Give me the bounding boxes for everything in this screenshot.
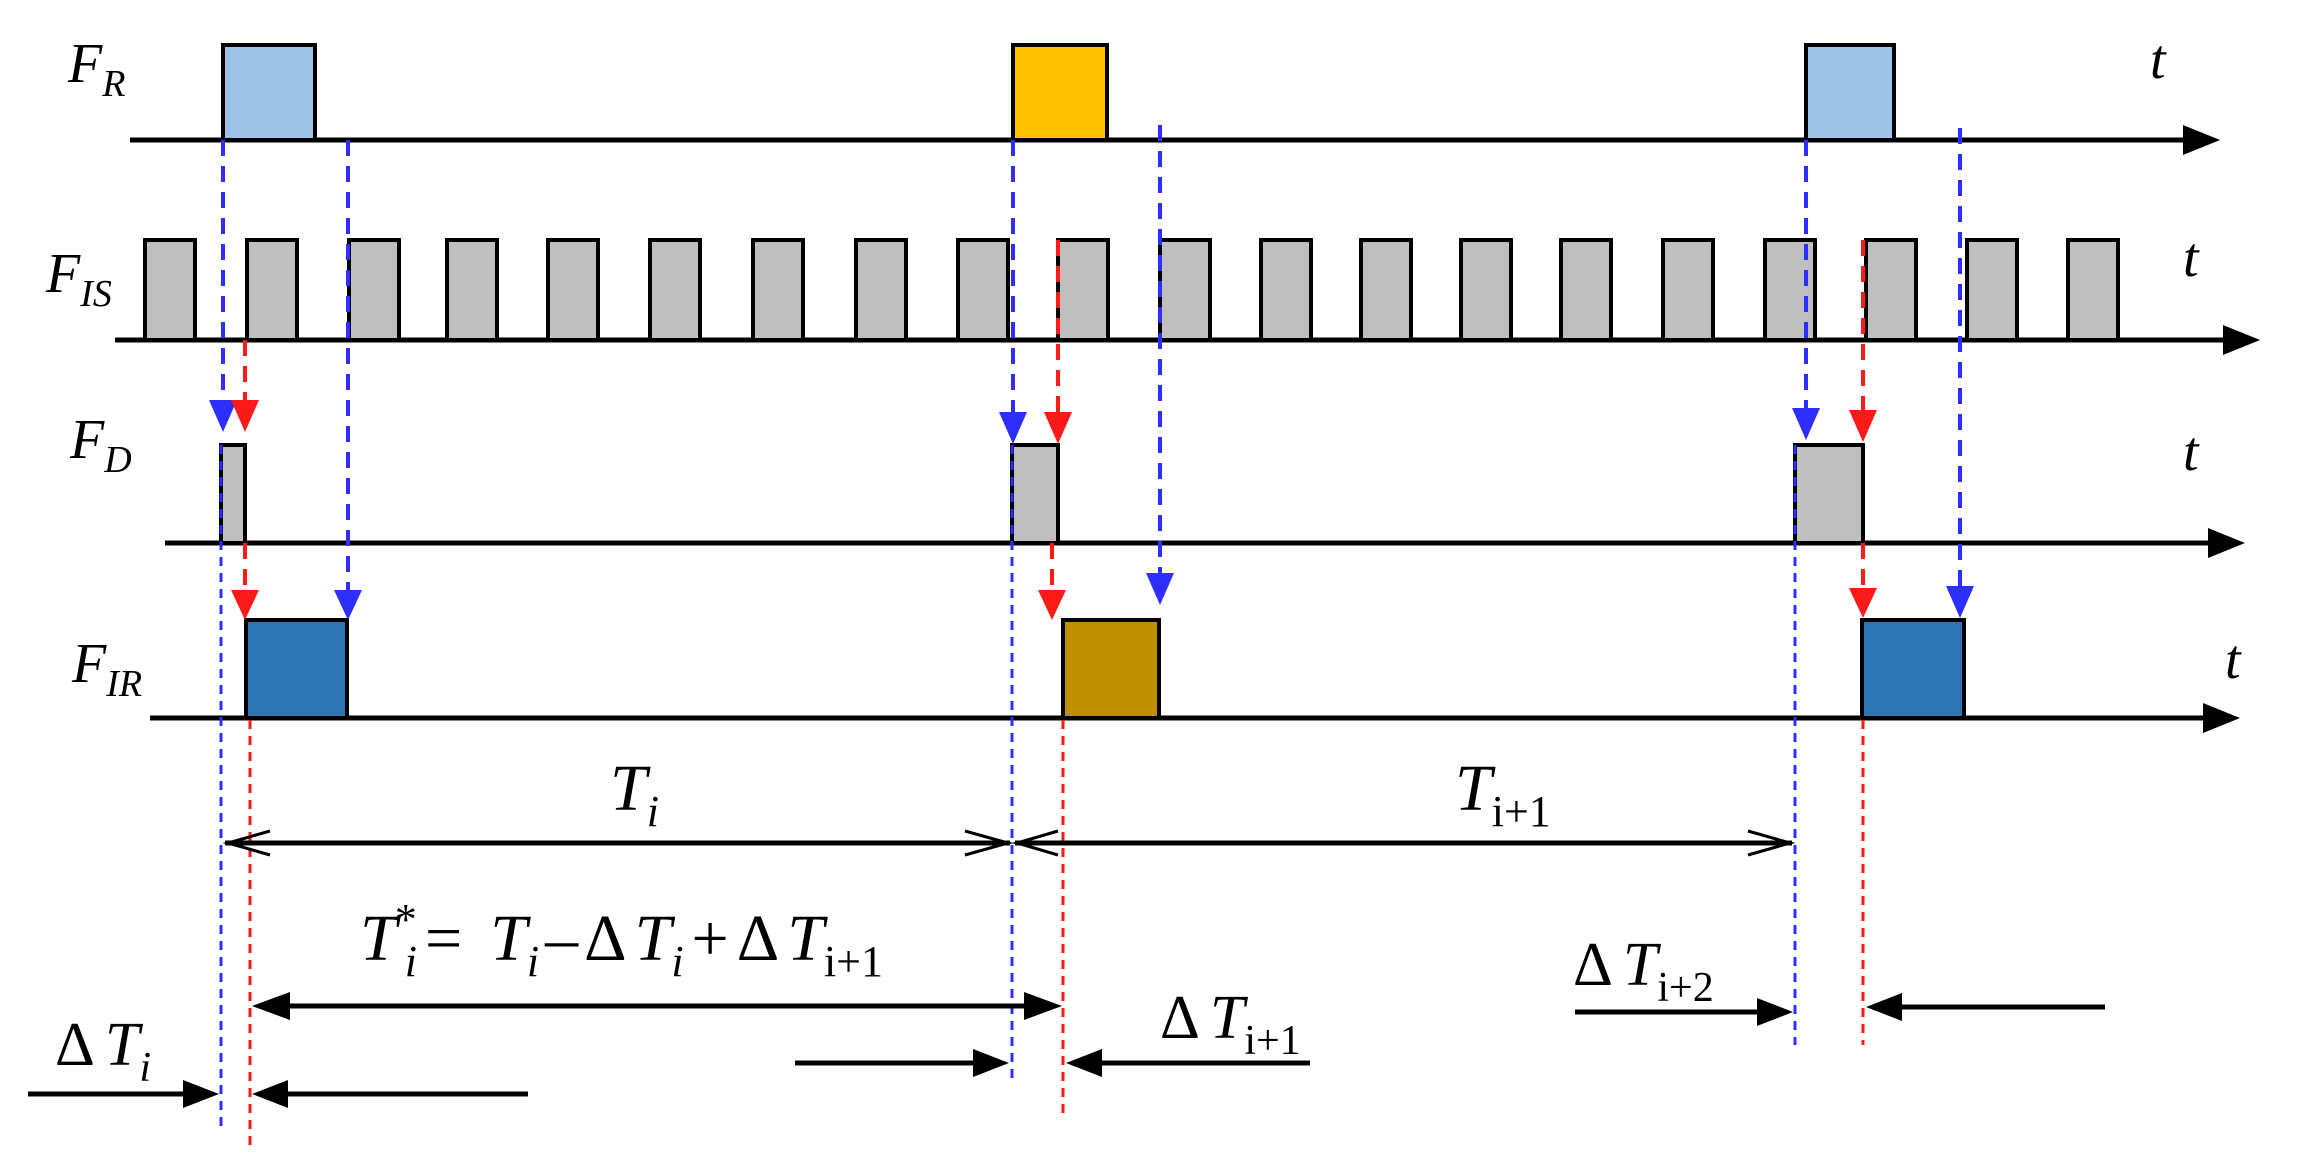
red-arrowhead (231, 590, 259, 620)
fir-pulse-3 (1860, 618, 1966, 720)
fis-pulse (956, 238, 1010, 342)
fd-pulse-2 (1010, 443, 1060, 545)
blue-arrowhead (999, 412, 1027, 444)
fis-pulse (648, 238, 702, 342)
fis-pulse (445, 238, 499, 342)
fis-pulse (1661, 238, 1715, 342)
axis-t-label-fd: t (2183, 421, 2200, 483)
label-fis: FIS (45, 243, 112, 315)
fr-pulse-3 (1804, 43, 1896, 142)
blue-arrowhead (334, 590, 362, 620)
period-label-ti1: Ti+1 (1455, 752, 1551, 836)
axis-fd (165, 528, 2245, 558)
fis-pulse-train (143, 238, 2120, 342)
axis-fr (130, 125, 2220, 155)
label-fr: FR (67, 33, 125, 105)
fis-pulse (1864, 238, 1918, 342)
fis-pulse (245, 238, 299, 342)
blue-reference-lines (219, 445, 1797, 1130)
fis-pulse (1158, 238, 1212, 342)
axis-t-label-fr: t (2150, 29, 2167, 91)
blue-arrowhead (1146, 573, 1174, 605)
fis-pulse (2066, 238, 2120, 342)
label-fd: FD (69, 409, 132, 481)
fis-pulse (1359, 238, 1413, 342)
red-arrowhead (231, 400, 259, 432)
axis-t-label-fis: t (2183, 227, 2200, 289)
fis-pulse (1056, 238, 1110, 342)
red-dashed-markers (243, 240, 1865, 592)
red-arrowhead (1849, 410, 1877, 442)
fd-pulse-3 (1793, 443, 1865, 545)
fir-pulse-2 (1061, 618, 1161, 720)
fis-pulse (1965, 238, 2019, 342)
fd-pulse-1 (219, 443, 247, 545)
axis-t-label-fir: t (2225, 629, 2242, 691)
fis-pulse (751, 238, 805, 342)
fis-pulse (1559, 238, 1613, 342)
fis-pulse (546, 238, 600, 342)
fis-pulse (143, 238, 197, 342)
blue-arrowhead (209, 400, 237, 432)
fr-pulse-1 (221, 43, 317, 142)
red-arrowhead (1038, 590, 1066, 620)
blue-arrowhead (1946, 586, 1974, 618)
red-reference-lines (248, 720, 1865, 1145)
blue-dashed-markers (221, 125, 1962, 592)
red-arrowhead (1044, 412, 1072, 444)
fis-pulse (347, 238, 401, 342)
period-label-ti: Ti (610, 752, 659, 836)
fis-pulse (854, 238, 908, 342)
red-arrowheads (231, 400, 1877, 620)
fr-pulse-2 (1011, 43, 1109, 142)
fir-pulse-1 (244, 618, 349, 720)
blue-arrowheads (209, 400, 1974, 620)
fis-pulse (1459, 238, 1513, 342)
delta-arrows (28, 993, 2105, 1108)
label-fir: FIR (71, 633, 142, 705)
blue-arrowhead (1792, 408, 1820, 440)
tstar-span-arrow (252, 992, 1062, 1020)
period-arrows (222, 829, 1796, 857)
fis-pulse (1259, 238, 1313, 342)
red-arrowhead (1849, 588, 1877, 618)
